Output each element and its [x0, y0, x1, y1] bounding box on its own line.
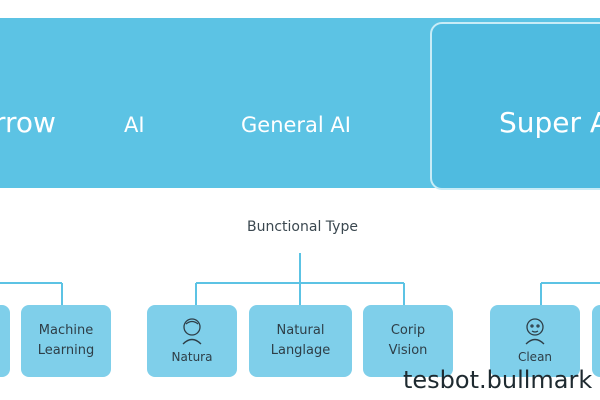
- super-ai-box: [430, 22, 600, 190]
- watermark-text: tesbot.bullmark: [403, 366, 593, 394]
- node-partial-right: [592, 305, 600, 377]
- node-vision: Corip Vision: [363, 305, 453, 377]
- functional-type-title: Bunctional Type: [247, 219, 358, 235]
- node-natural-language: Natural Langlage: [249, 305, 352, 377]
- super-ai-label: Super A: [499, 106, 600, 139]
- general-ai-label: General AI: [241, 113, 351, 137]
- narrow-ai-label: rrow: [0, 106, 56, 139]
- node-partial-left: [0, 305, 10, 377]
- node-machine-learning: Machine Learning: [21, 305, 111, 377]
- node-natural-language-label: Natural Langlage: [270, 323, 331, 358]
- node-vision-label: Corip Vision: [388, 323, 428, 358]
- node-natura: Natura: [147, 305, 237, 377]
- person-icon: [525, 318, 545, 345]
- node-clean: Clean: [490, 305, 580, 377]
- node-natura-label: Natura: [171, 350, 213, 364]
- ai-label: AI: [124, 113, 145, 137]
- person-icon: [182, 318, 202, 345]
- node-clean-label: Clean: [517, 350, 553, 364]
- node-machine-learning-label: Machine Learning: [37, 323, 95, 358]
